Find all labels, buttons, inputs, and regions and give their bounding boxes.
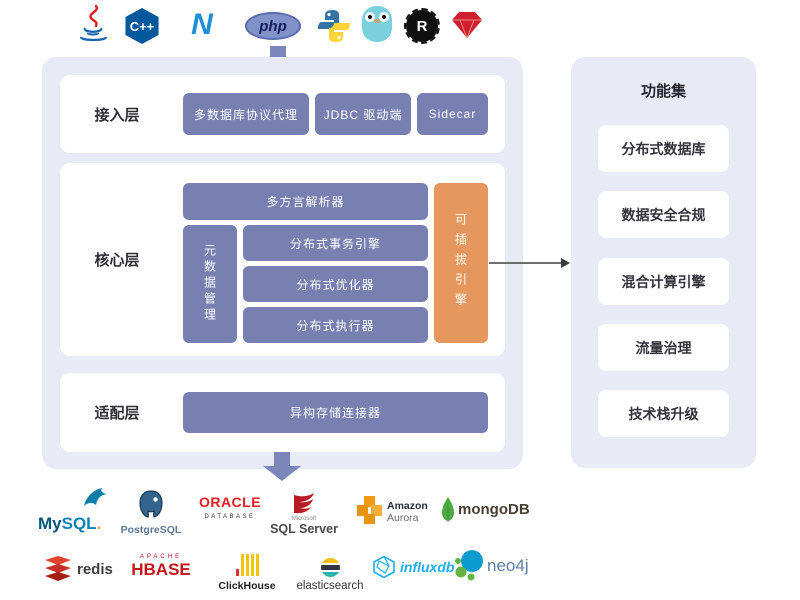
neo4j-icon: [455, 550, 483, 581]
mongodb-logo: mongoDB: [441, 494, 535, 528]
access-box-jdbc: JDBC 驱动端: [315, 93, 411, 135]
python-icon: [316, 8, 352, 49]
core-layer-label: 核心层: [94, 252, 140, 269]
access-box-proxy: 多数据库协议代理: [183, 93, 309, 135]
neo4j-logo: neo4j: [454, 548, 532, 586]
rust-icon: R: [404, 8, 440, 44]
core-box-metadata: 元数据管理: [183, 225, 237, 343]
elasticsearch-logo: elasticsearch: [294, 548, 366, 592]
ruby-icon: [450, 10, 484, 45]
feature-box-stack-upgrade: 技术栈升级: [598, 390, 729, 437]
feature-box-hybrid-compute: 混合计算引擎: [598, 258, 729, 305]
adapter-layer-label: 适配层: [94, 405, 140, 422]
clickhouse-logo: ClickHouse: [216, 548, 278, 592]
aurora-cubes-icon: [357, 496, 382, 524]
hbase-logo: APACHE HBASE: [131, 554, 191, 579]
mysql-dolphin-icon: [84, 488, 107, 506]
core-to-features-arrow: [489, 257, 571, 269]
core-box-pluggable-engine: 可插拔引擎: [434, 183, 488, 343]
influxdb-logo: influxdb: [372, 552, 454, 584]
java-icon: [74, 4, 112, 51]
feature-box-distributed-db: 分布式数据库: [598, 125, 729, 172]
flow-arrow-bottom: [263, 452, 301, 481]
mysql-logo: MySQL.: [38, 486, 112, 536]
clickhouse-icon: [235, 554, 259, 576]
mongodb-leaf-icon: [442, 497, 454, 522]
core-box-executor: 分布式执行器: [243, 307, 428, 343]
core-box-parser: 多方言解析器: [183, 183, 428, 220]
feature-panel-title: 功能集: [640, 83, 686, 100]
oracle-logo: ORACLE DATABASE: [198, 494, 262, 520]
redis-icon: [45, 556, 71, 581]
aurora-logo: Amazon Aurora: [356, 492, 430, 532]
cpp-label: C++: [129, 18, 155, 34]
feature-box-traffic-governance: 流量治理: [598, 324, 729, 371]
php-label: php: [259, 17, 287, 35]
core-box-optimizer: 分布式优化器: [243, 266, 428, 302]
dotnet-icon: N: [191, 8, 213, 41]
adapter-box-connector: 异构存储连接器: [183, 392, 488, 433]
access-layer-label: 接入层: [94, 106, 140, 124]
go-gopher-icon: [362, 6, 392, 42]
access-box-sidecar: Sidecar: [417, 93, 488, 135]
postgresql-elephant-icon: [139, 490, 163, 518]
sqlserver-logo: Microsoft SQL Server: [268, 486, 340, 536]
influxdb-icon: [373, 555, 395, 579]
redis-logo: redis: [44, 552, 114, 588]
feature-box-data-security: 数据安全合规: [598, 191, 729, 238]
elasticsearch-icon: [320, 558, 340, 577]
cpp-icon: C++: [125, 8, 159, 44]
core-box-transaction-engine: 分布式事务引擎: [243, 225, 428, 261]
php-icon: php: [245, 12, 301, 40]
sqlserver-icon: [294, 493, 314, 514]
postgresql-logo: PostgreSQL: [112, 484, 190, 536]
